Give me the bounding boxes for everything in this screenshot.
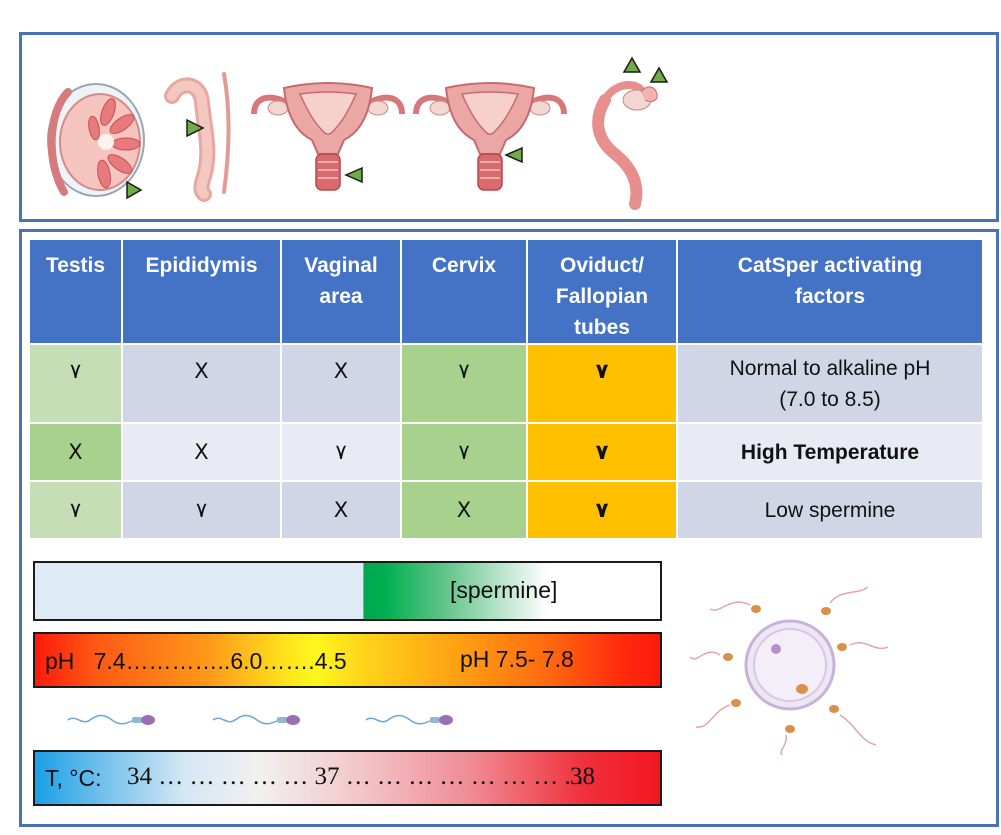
ph-scale-text: pH 7.4…………..6.0…….4.5 <box>45 648 347 674</box>
table-row: ٧ X X ٧ ٧ Normal to alkaline pH (7.0 to … <box>28 343 984 424</box>
table-row: X X ٧ ٧ ٧ High Temperature <box>28 422 984 482</box>
table-header-row: Testis Epididymis Vaginal area Cervix Ov… <box>28 238 984 345</box>
uterus-vaginal-icon <box>251 82 405 191</box>
cell-epididymis: ٧ <box>121 480 282 540</box>
sperm-icon <box>212 714 300 725</box>
egg-with-sperm-icon <box>689 586 889 756</box>
epididymis-icon <box>164 72 231 202</box>
header-catsper-factors: CatSper activating factors <box>676 238 984 345</box>
oviduct-icon <box>592 81 658 210</box>
cell-factor: Normal to alkaline pH (7.0 to 8.5) <box>676 343 984 424</box>
cell-factor: High Temperature <box>676 422 984 482</box>
cell-oviduct: ٧ <box>526 343 678 424</box>
cervix-marker-icon <box>504 146 523 164</box>
cell-vaginal-area: X <box>280 480 402 540</box>
uterus-cervix-icon <box>413 82 567 191</box>
catsper-table: Testis Epididymis Vaginal area Cervix Ov… <box>28 238 984 540</box>
oviduct-marker-icon-2 <box>649 66 669 83</box>
temperature-gradient-bar: T, °C: 34 … … … … … 37 … … … … … … … . .… <box>33 750 662 806</box>
cell-vaginal-area: ٧ <box>280 422 402 482</box>
spermine-label: [spermine] <box>450 577 558 603</box>
testis-marker-icon <box>126 180 143 200</box>
ph-oviduct-text: pH 7.5- 7.8 <box>460 646 574 672</box>
header-cervix: Cervix <box>400 238 528 345</box>
epididymis-marker-icon <box>186 118 205 138</box>
sperm-icon <box>67 714 155 725</box>
header-vaginal-area: Vaginal area <box>280 238 402 345</box>
table-row: ٧ ٧ X X ٧ Low spermine <box>28 480 984 540</box>
temp-scale-text: 34 … … … … … 37 … … … … … … … . . <box>127 763 584 790</box>
cell-cervix: X <box>400 480 528 540</box>
header-epididymis: Epididymis <box>121 238 282 345</box>
cell-cervix: ٧ <box>400 343 528 424</box>
cell-oviduct: ٧ <box>526 480 678 540</box>
oviduct-marker-icon-1 <box>622 56 642 73</box>
cell-epididymis: X <box>121 422 282 482</box>
cell-testis: ٧ <box>28 480 123 540</box>
header-oviduct: Oviduct/ Fallopian tubes <box>526 238 678 345</box>
cell-testis: ٧ <box>28 343 123 424</box>
temp-unit-label: T, °C: <box>45 765 102 791</box>
header-testis: Testis <box>28 238 123 345</box>
cell-epididymis: X <box>121 343 282 424</box>
sperm-icon <box>365 714 453 725</box>
cell-factor: Low spermine <box>676 480 984 540</box>
cell-testis: X <box>28 422 123 482</box>
spermine-gradient-bar: [spermine] <box>33 561 662 621</box>
ph-gradient-bar: pH 7.4…………..6.0…….4.5 pH 7.5- 7.8 <box>33 632 662 688</box>
cell-cervix: ٧ <box>400 422 528 482</box>
vaginal-marker-icon <box>344 166 363 184</box>
temp-end-value: 38 <box>570 763 595 790</box>
cell-oviduct: ٧ <box>526 422 678 482</box>
cell-vaginal-area: X <box>280 343 402 424</box>
testis-icon <box>47 83 145 197</box>
